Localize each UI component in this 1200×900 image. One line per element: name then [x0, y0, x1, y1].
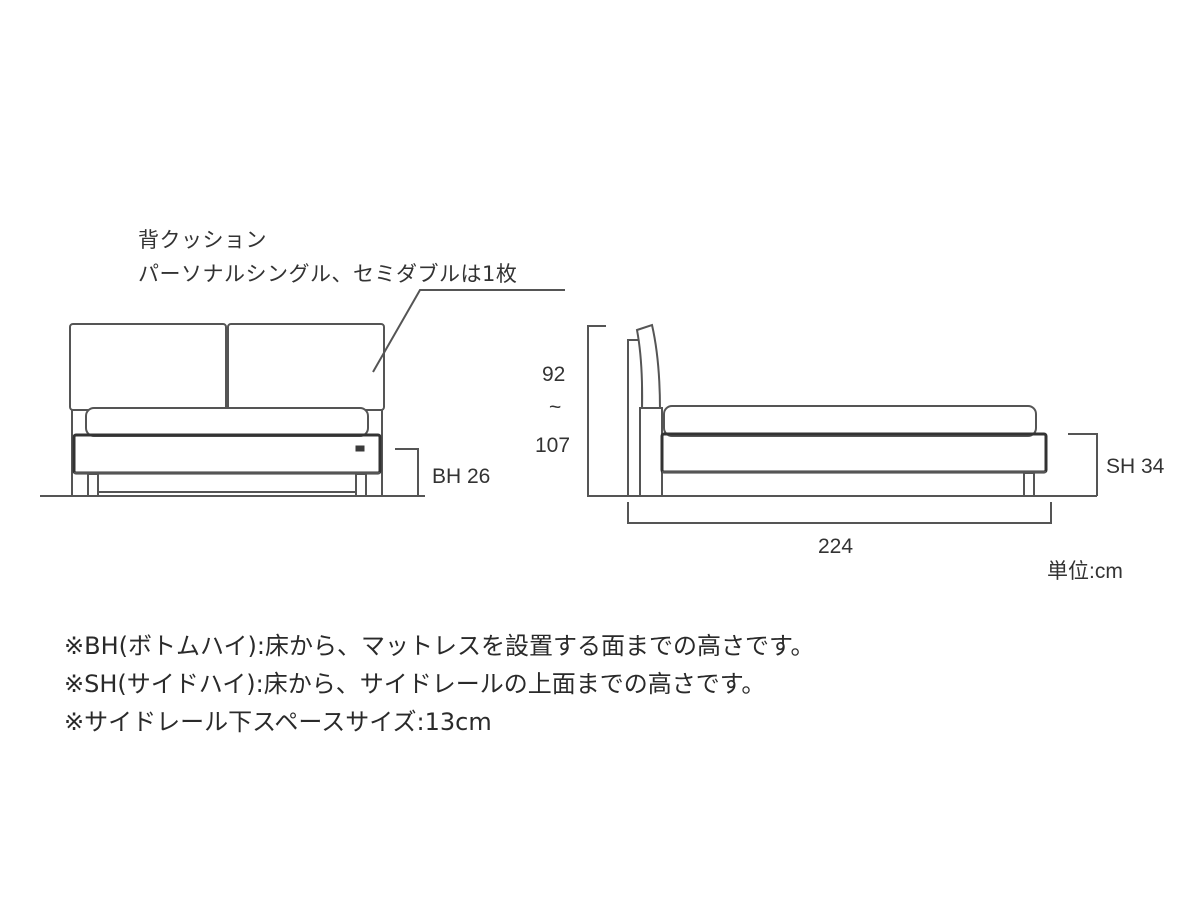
bh-label: BH 26	[432, 465, 491, 488]
note-bh: ※BH(ボトムハイ):床から、マットレスを設置する面までの高さです。	[64, 632, 815, 660]
front-leg-left	[87, 473, 99, 497]
bh-dimension-line	[395, 448, 419, 496]
callout-subtitle: パーソナルシングル、セミダブルは1枚	[138, 262, 518, 286]
note-sh: ※SH(サイドハイ):床から、サイドレールの上面までの高さです。	[64, 670, 766, 698]
back-cushion-left	[69, 323, 227, 411]
side-rail	[660, 432, 1048, 474]
sh-dimension-line	[1068, 433, 1098, 496]
front-view	[40, 289, 565, 497]
sh-label: SH 34	[1106, 455, 1165, 478]
notes: ※BH(ボトムハイ):床から、マットレスを設置する面までの高さです。 ※SH(サ…	[64, 627, 815, 741]
side-headboard-base	[639, 407, 663, 497]
front-mattress	[85, 407, 369, 437]
height-bottom-label: 107	[535, 434, 571, 457]
callout-leader-line	[372, 289, 565, 373]
height-dimension-line	[587, 325, 630, 497]
callout-title: 背クッション	[138, 228, 267, 252]
front-frame-tag	[355, 445, 365, 452]
height-top-label: 92	[542, 363, 566, 386]
length-label: 224	[818, 535, 854, 558]
note-under-rail-space: ※サイドレール下スペースサイズ:13cm	[64, 708, 492, 736]
side-view	[587, 323, 1098, 524]
back-cushion-right	[227, 323, 385, 411]
height-tilde-label: ~	[549, 396, 562, 419]
front-frame	[72, 433, 382, 475]
unit-label: 単位:cm	[1047, 560, 1123, 583]
side-mattress	[663, 405, 1037, 437]
front-leg-right	[355, 473, 367, 497]
length-dimension-line	[627, 502, 1052, 524]
side-leg	[1023, 472, 1035, 497]
